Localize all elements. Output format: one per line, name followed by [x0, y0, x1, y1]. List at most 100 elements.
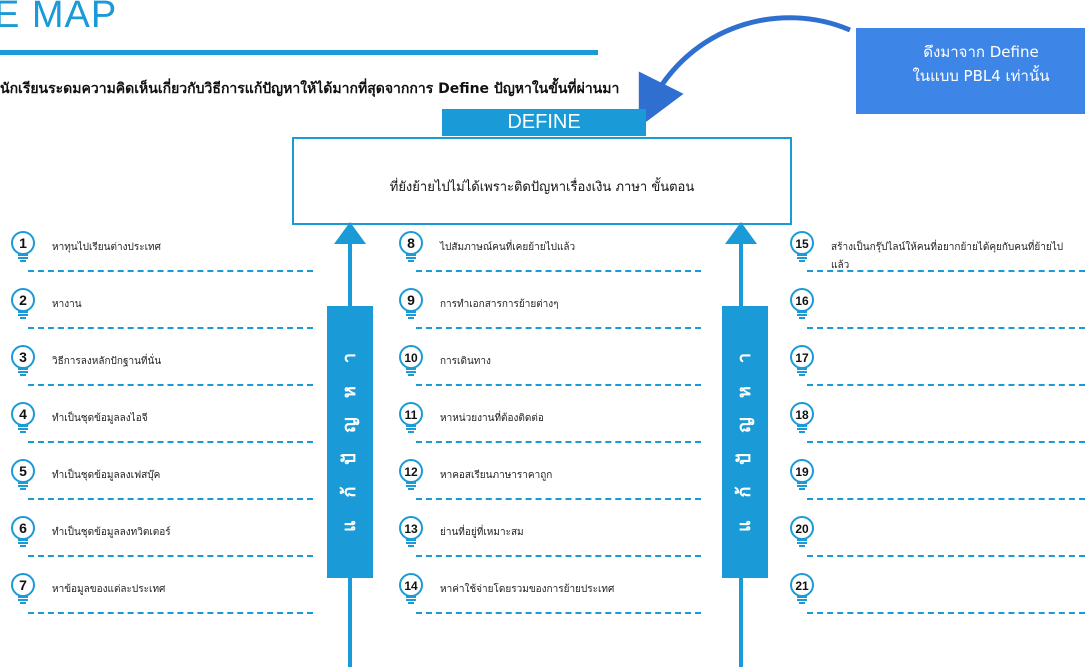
idea-text: หาค่าใช้จ่ายโดยรวมของการย้ายประเทศ [440, 584, 615, 595]
item-number: 1 [19, 235, 27, 251]
lightbulb-icon: 21 [790, 573, 814, 604]
instruction-text: นักเรียนระดมความคิดเห็นเกี่ยวกับวิธีการแ… [0, 81, 620, 97]
define-problem-text: ที่ยังย้ายไปไม่ได้เพราะติดปัญหาเรื่องเงิ… [389, 180, 695, 195]
right-bar-char-3: ญ [734, 417, 755, 433]
item-number: 19 [795, 465, 809, 479]
item-number: 10 [404, 351, 418, 365]
callout-line-1: ดึงมาจาก Define [923, 43, 1039, 61]
answer-line [416, 498, 701, 500]
answer-line [28, 555, 313, 557]
item-number: 16 [795, 294, 809, 308]
idea-text: ทำเป็นชุดข้อมูลลงเฟสบุ๊ค [52, 470, 161, 481]
lightbulb-icon: 9 [399, 288, 423, 319]
item-number: 13 [404, 522, 418, 536]
right-bar-char-5: ก้ [734, 486, 755, 498]
lightbulb-icon: 11 [399, 402, 423, 433]
left-solve-problem-bar: า ห ญ ปั ก้ แ [327, 306, 373, 578]
answer-line [416, 555, 701, 557]
right-bar-char-2: ห [734, 385, 755, 398]
idea-text: การทำเอกสารการย้ายต่างๆ [440, 299, 559, 310]
callout-line-2: ในแบบ PBL4 เท่านั้น [912, 67, 1050, 85]
answer-line [807, 441, 1085, 443]
answer-line [28, 270, 313, 272]
item-number: 15 [795, 237, 809, 251]
idea-text: สร้างเป็นกรุ๊ปไลน์ให้คนที่อยากย้ายได้คุย… [831, 242, 1064, 253]
define-box [292, 137, 792, 225]
idea-text: ย่านที่อยู่ที่เหมาะสม [440, 527, 524, 538]
answer-line [416, 612, 701, 614]
item-number: 6 [19, 520, 27, 536]
answer-line [28, 384, 313, 386]
lightbulb-icon: 20 [790, 516, 814, 547]
item-number: 14 [404, 579, 418, 593]
answer-line [416, 327, 701, 329]
left-bar-char-1: า [339, 352, 360, 364]
answer-line [807, 384, 1085, 386]
lightbulb-icon: 16 [790, 288, 814, 319]
lightbulb-icon: 15 [790, 231, 814, 262]
answer-line [807, 270, 1085, 272]
idea-text: วิธีการลงหลักปักฐานที่นั่น [52, 356, 162, 367]
item-number: 5 [19, 463, 27, 479]
idea-text-line-2: แล้ว [831, 260, 850, 271]
curved-arrow-icon [638, 15, 851, 125]
lightbulb-icon: 17 [790, 345, 814, 376]
answer-line [807, 498, 1085, 500]
left-bar-char-5: ก้ [339, 486, 360, 498]
lightbulb-icon: 13 [399, 516, 423, 547]
title-underline [0, 50, 598, 55]
lightbulb-icon: 14 [399, 573, 423, 604]
lightbulb-icon: 8 [399, 231, 423, 262]
answer-line [807, 555, 1085, 557]
right-bar-char-1: า [734, 352, 755, 364]
item-number: 18 [795, 408, 809, 422]
page-title: E MAP [0, 0, 118, 36]
right-bar-char-4: ปั [734, 453, 755, 465]
source-callout: ดึงมาจาก Define ในแบบ PBL4 เท่านั้น [856, 28, 1085, 114]
item-number: 17 [795, 351, 809, 365]
define-label: DEFINE [442, 109, 646, 136]
item-number: 9 [407, 292, 415, 308]
item-number: 7 [19, 577, 27, 593]
answer-line [28, 612, 313, 614]
answer-line [807, 612, 1085, 614]
left-bar-char-3: ญ [339, 417, 360, 433]
answer-line [416, 441, 701, 443]
answer-line [416, 384, 701, 386]
item-number: 20 [795, 522, 809, 536]
answer-line [28, 441, 313, 443]
item-number: 21 [795, 579, 809, 593]
answer-line [28, 498, 313, 500]
item-number: 2 [19, 292, 27, 308]
idea-text: หาทุนไปเรียนต่างประเทศ [52, 242, 161, 253]
item-number: 4 [19, 406, 27, 422]
item-number: 11 [405, 408, 418, 422]
lightbulb-icon: 18 [790, 402, 814, 433]
lightbulb-icon: 1 [11, 231, 35, 262]
lightbulb-icon: 10 [399, 345, 423, 376]
answer-line [807, 327, 1085, 329]
lightbulb-icon: 6 [11, 516, 35, 547]
item-number: 8 [407, 235, 415, 251]
lightbulb-icon: 19 [790, 459, 814, 490]
lightbulb-icon: 12 [399, 459, 423, 490]
idea-text: ไปสัมภาษณ์คนที่เคยย้ายไปแล้ว [440, 242, 576, 253]
idea-text: หาข้อมูลของแต่ละประเทศ [52, 584, 166, 595]
idea-text: การเดินทาง [440, 356, 491, 367]
right-bar-char-6: แ [734, 520, 755, 532]
right-solve-problem-bar: า ห ญ ปั ก้ แ [722, 306, 768, 578]
item-number: 12 [404, 465, 418, 479]
lightbulb-icon: 7 [11, 573, 35, 604]
left-bar-char-2: ห [339, 385, 360, 398]
idea-text: หาคอสเรียนภาษาราคาถูก [440, 470, 553, 481]
item-number: 3 [19, 349, 27, 365]
left-bar-char-4: ปั [339, 453, 360, 465]
lightbulb-icon: 2 [11, 288, 35, 319]
lightbulb-icon: 5 [11, 459, 35, 490]
lightbulb-icon: 4 [11, 402, 35, 433]
answer-line [28, 327, 313, 329]
idea-text: หาหน่วยงานที่ต้องติดต่อ [440, 413, 544, 424]
answer-line [416, 270, 701, 272]
idea-text: ทำเป็นชุดข้อมูลลงไอจี [52, 413, 148, 424]
lightbulb-icon: 3 [11, 345, 35, 376]
